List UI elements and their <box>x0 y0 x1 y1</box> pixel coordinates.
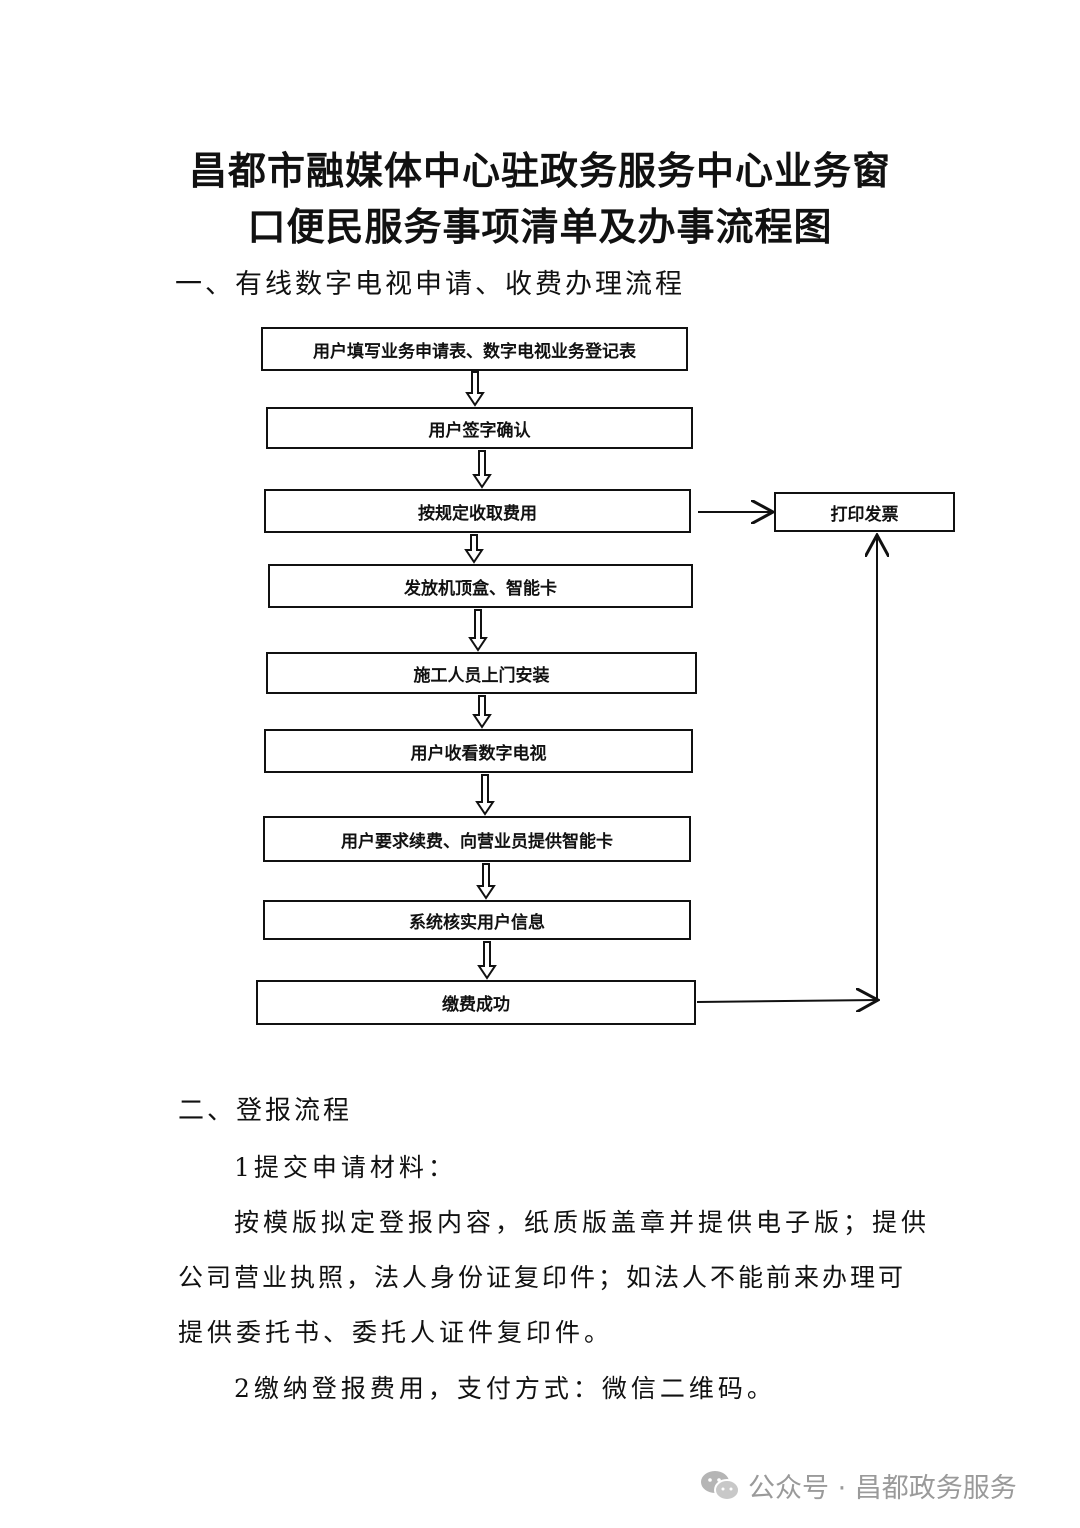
step1-label: 1提交申请材料： <box>234 1153 457 1182</box>
down-arrow <box>476 863 496 900</box>
watermark: 公众号 · 昌都政务服务 <box>700 1466 1017 1505</box>
section1-heading: 一、有线数字电视申请、收费办理流程 <box>175 269 685 300</box>
step1-line3: 提供委托书、委托人证件复印件。 <box>178 1318 614 1347</box>
watermark-text: 公众号 · 昌都政务服务 <box>748 1473 1017 1504</box>
arrow-payment-to-line <box>696 1000 878 1002</box>
flow-step-2: 用户签字确认 <box>266 407 693 449</box>
down-arrow <box>472 450 492 489</box>
section2-heading: 二、登报流程 <box>178 1096 353 1126</box>
down-arrow <box>468 609 488 652</box>
wechat-icon <box>701 1470 740 1501</box>
flow-step-6: 用户收看数字电视 <box>264 729 693 773</box>
down-arrow <box>477 941 497 980</box>
flow-step-7: 用户要求续费、向营业员提供智能卡 <box>263 816 691 862</box>
flow-step-8: 系统核实用户信息 <box>263 900 691 940</box>
down-arrow <box>475 774 495 816</box>
print-invoice-box: 打印发票 <box>774 492 955 532</box>
flow-step-4: 发放机顶盒、智能卡 <box>268 564 693 608</box>
step1-line1: 按模版拟定登报内容，纸质版盖章并提供电子版；提供 <box>234 1208 931 1237</box>
down-arrow <box>472 695 492 729</box>
document-title-line2: 口便民服务事项清单及办事流程图 <box>247 204 833 249</box>
flow-step-5: 施工人员上门安装 <box>266 652 697 694</box>
step2-label: 2缴纳登报费用，支付方式：微信二维码。 <box>234 1374 776 1403</box>
flow-step-3: 按规定收取费用 <box>264 489 691 533</box>
flow-step-9: 缴费成功 <box>256 980 696 1025</box>
down-arrow <box>464 534 484 564</box>
flow-step-1: 用户填写业务申请表、数字电视业务登记表 <box>261 327 688 371</box>
step1-line2: 公司营业执照，法人身份证复印件；如法人不能前来办理可 <box>178 1263 907 1292</box>
down-arrow <box>465 371 485 407</box>
document-title-line1: 昌都市融媒体中心驻政务服务中心业务窗 <box>188 148 891 193</box>
